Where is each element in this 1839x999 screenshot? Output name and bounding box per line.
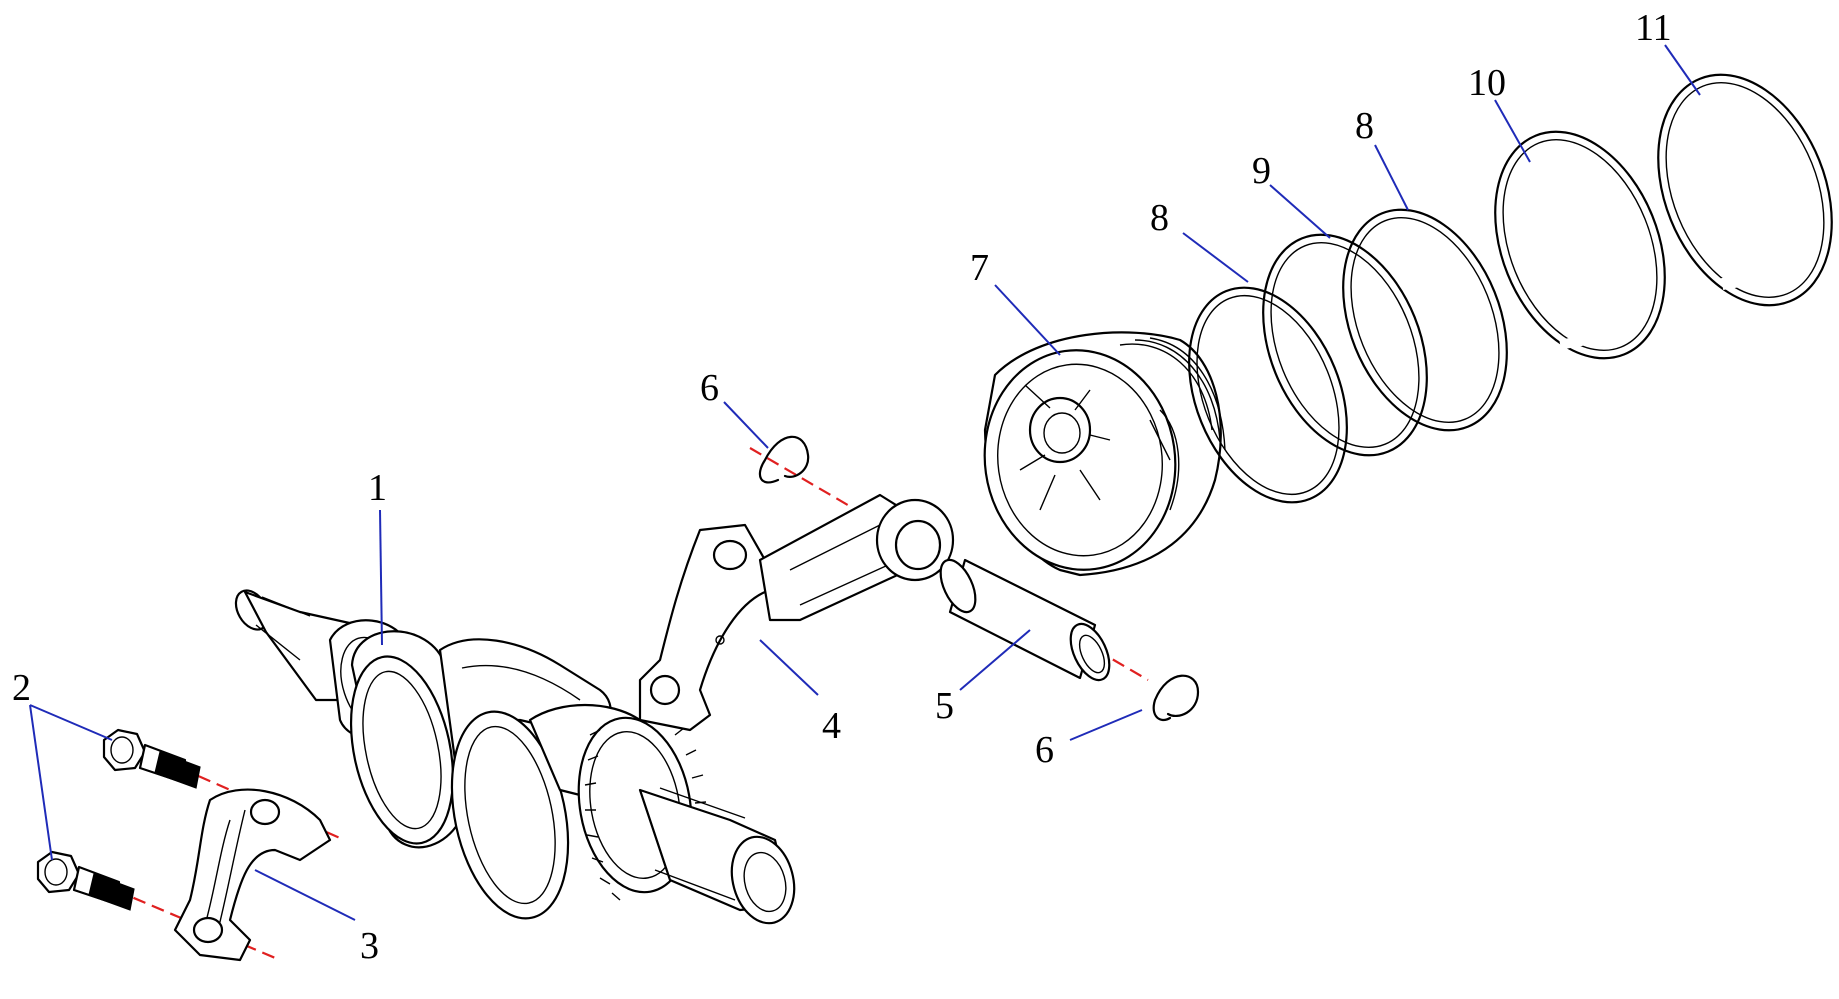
leader-9 [1269, 184, 1331, 239]
callout-6-upper: 6 [700, 367, 719, 409]
oil-ring-spacer [1262, 233, 1428, 457]
callout-11: 11 [1635, 7, 1672, 49]
leader-3 [254, 869, 356, 921]
piston-pin-circlip-lower [1152, 674, 1200, 722]
leader-10 [1494, 99, 1531, 163]
callout-8-lower: 8 [1150, 197, 1169, 239]
oil-ring-rail-2 [1342, 208, 1508, 432]
piston-pin-circlip-upper [758, 435, 810, 484]
leader-5 [959, 629, 1031, 691]
callout-2: 2 [12, 667, 31, 709]
leader-7 [994, 284, 1061, 356]
callout-8-upper: 8 [1355, 105, 1374, 147]
leader-2 [29, 704, 113, 861]
callout-9: 9 [1252, 150, 1271, 192]
leader-11 [1664, 44, 1701, 96]
callout-1: 1 [368, 467, 387, 509]
connecting-rod-cap [173, 788, 332, 962]
callout-3: 3 [360, 925, 379, 967]
callout-4: 4 [822, 705, 841, 747]
oil-ring-rail-1 [1188, 286, 1348, 504]
leader-8a [1182, 232, 1249, 283]
leader-4 [759, 639, 819, 696]
callout-5: 5 [935, 685, 954, 727]
leader-6b [1069, 709, 1143, 741]
callout-10: 10 [1468, 62, 1506, 104]
leader-6a [723, 401, 769, 449]
leader-8b [1374, 144, 1409, 211]
crankshaft [234, 589, 796, 925]
callout-6-lower: 6 [1035, 729, 1054, 771]
connecting-rod-bolt-upper [102, 728, 201, 789]
connecting-rod-bolt-lower [36, 850, 135, 911]
top-compression-ring [1657, 73, 1833, 307]
piston [983, 331, 1226, 577]
leader-1 [379, 509, 383, 646]
callout-7: 7 [970, 247, 989, 289]
connecting-rod [638, 493, 955, 732]
second-compression-ring [1494, 130, 1666, 360]
piston-pin [939, 558, 1111, 682]
